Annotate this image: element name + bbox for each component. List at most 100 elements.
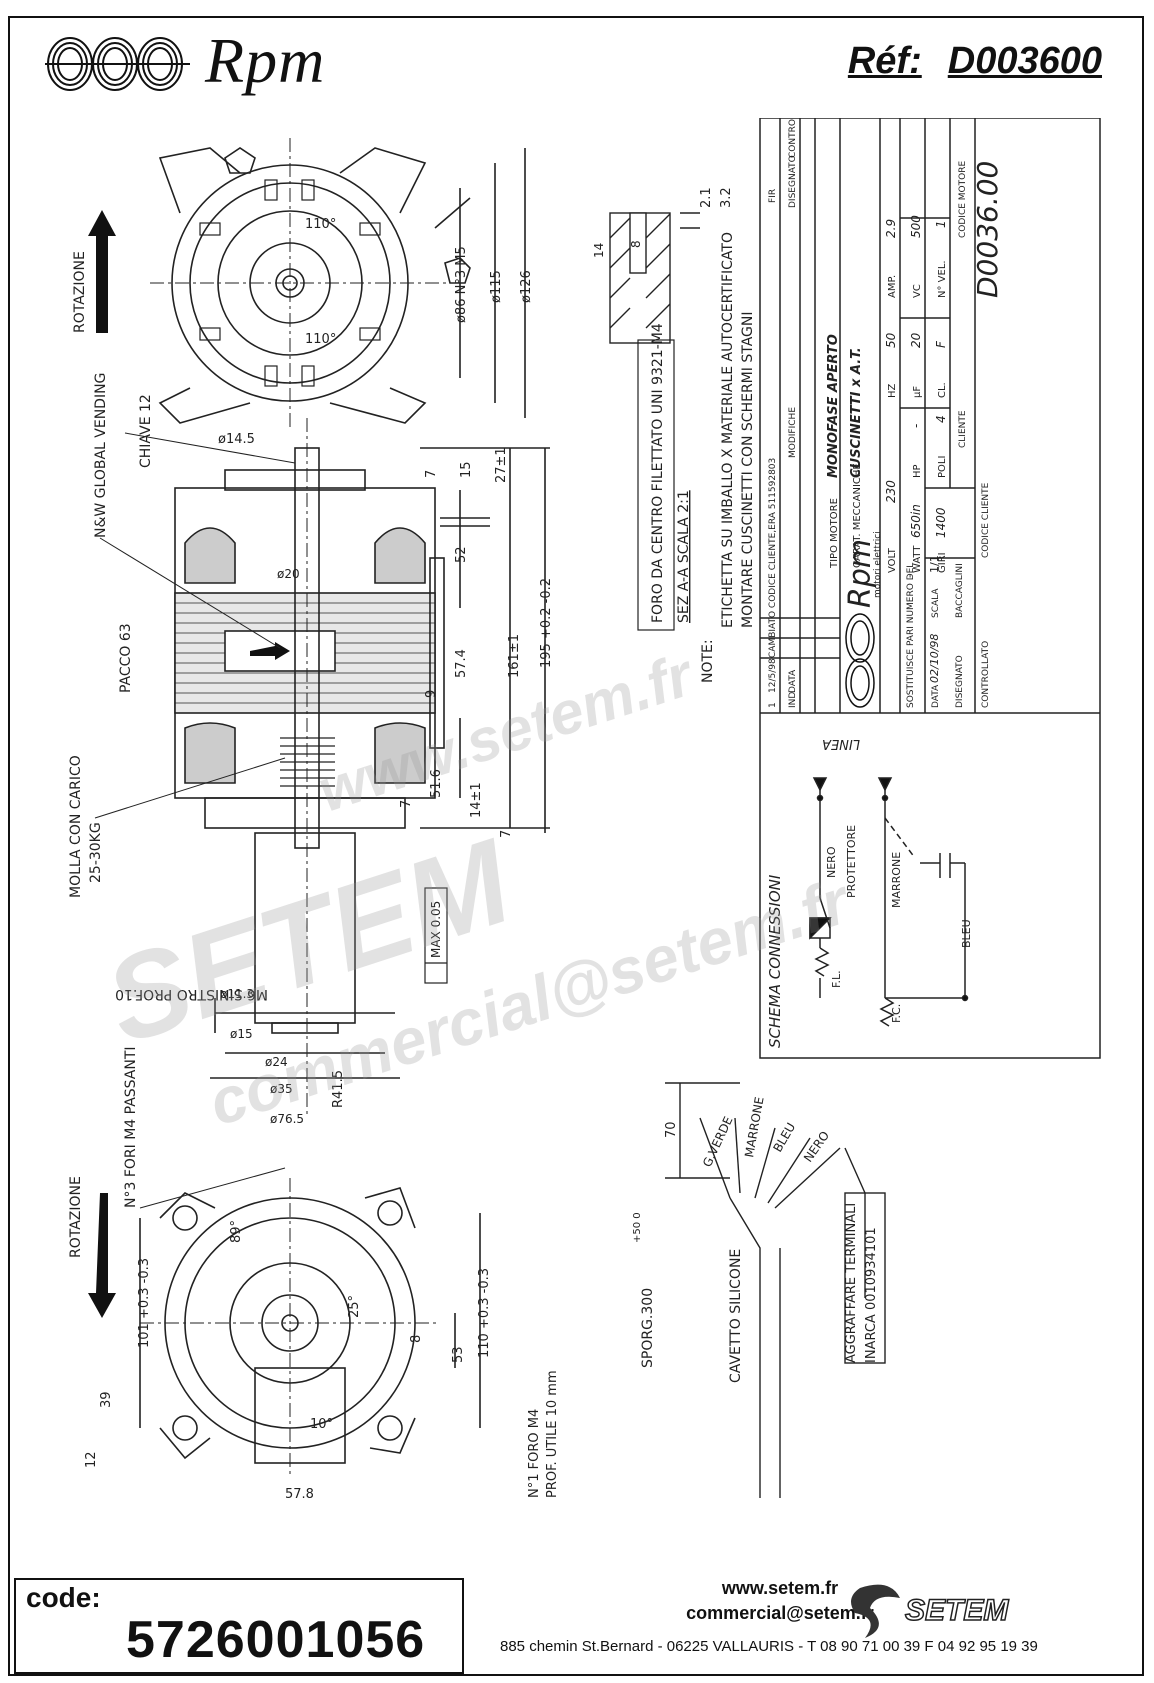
- svg-text:DATA: DATA: [931, 684, 941, 708]
- bottom-view: [139, 1178, 481, 1478]
- svg-text:110°: 110°: [305, 332, 336, 347]
- svg-text:MONOFASE APERTO: MONOFASE APERTO: [826, 334, 841, 478]
- svg-text:8: 8: [629, 240, 643, 248]
- svg-text:110 +0.3 -0.3: 110 +0.3 -0.3: [477, 1268, 492, 1358]
- svg-text:110°: 110°: [305, 217, 336, 232]
- svg-text:9: 9: [424, 690, 439, 698]
- svg-text:CODICE MOTORE: CODICE MOTORE: [958, 161, 968, 238]
- email-link[interactable]: commercial@setem.fr: [686, 1603, 874, 1623]
- section-aa: [609, 212, 700, 344]
- svg-text:N°1 FORO M4: N°1 FORO M4: [527, 1409, 542, 1498]
- side-view: [174, 418, 550, 1118]
- svg-text:MOLLA CON CARICO: MOLLA CON CARICO: [68, 755, 84, 898]
- svg-text:12: 12: [84, 1451, 99, 1468]
- svg-text:53: 53: [451, 1346, 466, 1363]
- svg-text:F.L.: F.L.: [830, 970, 843, 988]
- svg-text:25-30KG: 25-30KG: [88, 822, 104, 883]
- svg-text:DISEGNATO: DISEGNATO: [788, 155, 798, 208]
- svg-text:N° VEL.: N° VEL.: [937, 260, 948, 298]
- svg-text:161±1: 161±1: [507, 634, 522, 678]
- contact-block: www.setem.fr commercial@setem.fr 885 che…: [500, 1578, 1120, 1655]
- svg-text:195 +0.2 -0.2: 195 +0.2 -0.2: [539, 578, 554, 668]
- svg-text:ø35: ø35: [270, 1082, 293, 1096]
- svg-text:14: 14: [592, 243, 606, 258]
- svg-text:BLEU: BLEU: [960, 919, 973, 948]
- svg-text:µF: µF: [912, 386, 923, 398]
- website-link[interactable]: www.setem.fr: [721, 1578, 839, 1598]
- technical-drawing: ROTAZIONE ø86 N°3 M5 ø115 ø126 110° 110°: [68, 118, 1101, 1502]
- svg-text:CHIAVE 12: CHIAVE 12: [138, 394, 154, 468]
- address: 885 chemin St.Bernard - 06225 VALLAURIS …: [500, 1638, 1038, 1655]
- svg-text:1: 1: [934, 220, 948, 228]
- svg-text:INARCA 0010934101: INARCA 0010934101: [864, 1227, 879, 1363]
- svg-text:SPORG.300: SPORG.300: [640, 1288, 656, 1368]
- svg-text:G.VERDE: G.VERDE: [700, 1114, 736, 1169]
- svg-text:SETEM: SETEM: [905, 1594, 1009, 1627]
- svg-text:15: 15: [459, 461, 474, 478]
- svg-text:ø20: ø20: [277, 567, 300, 581]
- code-label: code:: [26, 1582, 101, 1613]
- svg-text:10°: 10°: [310, 1417, 333, 1432]
- svg-text:ø15: ø15: [230, 1027, 253, 1041]
- wiring-schema: [809, 777, 969, 1027]
- cable: [665, 1082, 886, 1498]
- svg-text:1400: 1400: [934, 507, 948, 538]
- svg-text:7: 7: [499, 830, 514, 838]
- svg-text:+50 0: +50 0: [632, 1212, 643, 1243]
- svg-text:CUSCINETTI x A.T.: CUSCINETTI x A.T.: [849, 347, 864, 478]
- svg-text:M6 SINISTRO PROF.10: M6 SINISTRO PROF.10: [115, 986, 268, 1002]
- svg-text:52: 52: [454, 546, 469, 563]
- svg-text:F: F: [934, 340, 948, 348]
- brand-name: Rpm: [205, 25, 326, 96]
- svg-text:02/10/98: 02/10/98: [928, 634, 941, 683]
- svg-text:AGGRAFFARE TERMINALI: AGGRAFFARE TERMINALI: [844, 1203, 859, 1363]
- svg-text:CL.: CL.: [937, 382, 948, 398]
- title-block: [759, 118, 1101, 1059]
- svg-text:CONTROLLATO: CONTROLLATO: [788, 118, 798, 158]
- svg-text:2.9: 2.9: [884, 219, 898, 238]
- svg-text:70: 70: [664, 1121, 679, 1138]
- svg-text:F.C.: F.C.: [890, 1004, 903, 1023]
- svg-text:SOSTITUISCE PARI NUMERO DEL: SOSTITUISCE PARI NUMERO DEL: [906, 563, 916, 708]
- svg-text:ø24: ø24: [265, 1055, 288, 1069]
- svg-text:HP: HP: [912, 464, 923, 478]
- svg-text:VOLT: VOLT: [887, 547, 898, 573]
- code-value: 5726001056: [126, 1611, 426, 1669]
- svg-text:DISEGNATO: DISEGNATO: [955, 655, 965, 708]
- svg-text:-: -: [903, 574, 916, 578]
- svg-text:FIR: FIR: [768, 189, 778, 203]
- svg-text:101 +0.3 -0.3: 101 +0.3 -0.3: [137, 1258, 152, 1348]
- motor-code: D0036.00: [971, 161, 1004, 298]
- svg-text:DATA: DATA: [788, 669, 798, 693]
- svg-text:8: 8: [409, 1335, 424, 1343]
- drawing-frame: [8, 16, 1144, 1676]
- svg-text:MAX 0.05: MAX 0.05: [429, 901, 443, 958]
- svg-text:650in: 650in: [909, 504, 923, 538]
- note-line-2: MONTARE CUSCINETTI CON SCHERMI STAGNI: [740, 312, 756, 628]
- svg-text:PROF. UTILE 10 mm: PROF. UTILE 10 mm: [545, 1370, 560, 1498]
- svg-text:N&W GLOBAL VENDING: N&W GLOBAL VENDING: [93, 373, 109, 538]
- rpm-logo: [45, 37, 190, 91]
- svg-text:BACCAGLINI: BACCAGLINI: [955, 563, 965, 618]
- svg-text:HZ: HZ: [887, 383, 898, 398]
- svg-text:230: 230: [884, 480, 898, 503]
- title-block-logo: [845, 613, 875, 708]
- svg-text:R41.5: R41.5: [331, 1070, 346, 1108]
- rotor-arrow: [250, 642, 290, 660]
- section-title-box: [637, 339, 675, 631]
- svg-text:ø126: ø126: [519, 270, 534, 303]
- svg-text:50: 50: [884, 332, 898, 348]
- svg-text:14±1: 14±1: [469, 782, 484, 818]
- setem-logo: SETEM: [851, 1584, 1010, 1638]
- svg-text:MODIFICHE: MODIFICHE: [788, 407, 798, 458]
- svg-text:ø14.5: ø14.5: [218, 432, 255, 447]
- svg-text:Rpm: Rpm: [843, 539, 878, 608]
- svg-text:1: 1: [768, 702, 778, 708]
- svg-text:51.6: 51.6: [429, 769, 444, 798]
- svg-text:N°3 FORI M4 PASSANTI: N°3 FORI M4 PASSANTI: [123, 1046, 139, 1208]
- svg-text:PROTETTORE: PROTETTORE: [845, 825, 858, 898]
- svg-text:GIRI: GIRI: [937, 552, 948, 573]
- svg-text:CLIENTE: CLIENTE: [958, 410, 968, 448]
- section-scale: SEZ A-A SCALA 2:1: [676, 490, 692, 623]
- svg-text:WATT: WATT: [912, 545, 923, 573]
